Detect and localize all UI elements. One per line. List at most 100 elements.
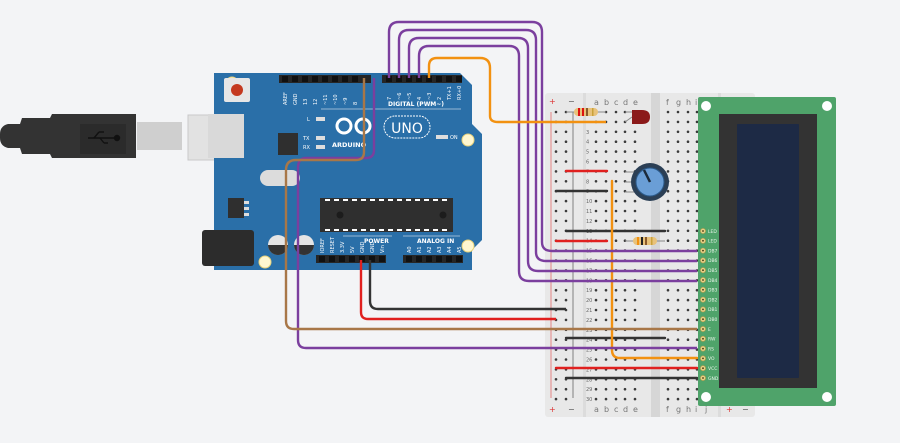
breadboard-hole[interactable]	[623, 397, 627, 401]
breadboard-hole[interactable]	[554, 180, 558, 183]
breadboard-hole[interactable]	[633, 209, 637, 213]
reset-button[interactable]	[224, 78, 250, 102]
power-jack[interactable]	[202, 230, 254, 266]
breadboard-hole[interactable]	[695, 298, 699, 302]
wire-gnd[interactable]	[368, 260, 566, 311]
breadboard-hole[interactable]	[604, 219, 608, 223]
breadboard-hole[interactable]	[633, 140, 637, 143]
breadboard-hole[interactable]	[686, 397, 690, 401]
breadboard-hole[interactable]	[604, 397, 608, 401]
breadboard-hole[interactable]	[633, 298, 637, 302]
breadboard-hole[interactable]	[604, 387, 608, 391]
breadboard-hole[interactable]	[695, 120, 699, 124]
breadboard-hole[interactable]	[676, 150, 680, 153]
breadboard-hole[interactable]	[594, 180, 598, 183]
breadboard-hole[interactable]	[676, 180, 680, 183]
breadboard-hole[interactable]	[676, 318, 680, 322]
breadboard-hole[interactable]	[686, 338, 690, 342]
breadboard-hole[interactable]	[564, 358, 568, 361]
breadboard-hole[interactable]	[666, 397, 670, 401]
breadboard-hole[interactable]	[623, 209, 627, 213]
breadboard-hole[interactable]	[564, 298, 568, 302]
digital-left-pin[interactable]	[332, 76, 338, 82]
breadboard-hole[interactable]	[554, 199, 558, 203]
digital-right-pin[interactable]	[456, 76, 462, 82]
breadboard-hole[interactable]	[695, 288, 699, 292]
wire-d11-e[interactable]	[284, 78, 697, 331]
power-pin[interactable]	[339, 256, 345, 262]
potentiometer[interactable]	[625, 163, 669, 201]
breadboard-hole[interactable]	[676, 199, 680, 203]
breadboard-hole[interactable]	[695, 318, 699, 322]
breadboard-hole[interactable]	[686, 110, 690, 114]
breadboard-hole[interactable]	[633, 308, 637, 312]
breadboard-hole[interactable]	[564, 219, 568, 223]
breadboard-hole[interactable]	[604, 130, 608, 134]
breadboard-hole[interactable]	[633, 150, 637, 153]
breadboard-hole[interactable]	[554, 110, 558, 114]
breadboard-hole[interactable]	[614, 140, 618, 143]
breadboard-hole[interactable]	[666, 199, 670, 203]
breadboard-hole[interactable]	[604, 209, 608, 213]
breadboard-hole[interactable]	[686, 288, 690, 292]
breadboard-hole[interactable]	[695, 209, 699, 213]
breadboard-hole[interactable]	[633, 199, 637, 203]
breadboard-hole[interactable]	[686, 140, 690, 143]
breadboard-hole[interactable]	[554, 298, 558, 302]
breadboard-hole[interactable]	[676, 160, 680, 163]
breadboard-hole[interactable]	[614, 397, 618, 401]
breadboard-hole[interactable]	[695, 308, 699, 312]
resistor-backlight[interactable]	[625, 237, 665, 245]
breadboard-hole[interactable]	[614, 219, 618, 223]
breadboard-hole[interactable]	[614, 160, 618, 163]
breadboard-hole[interactable]	[623, 130, 627, 134]
breadboard-hole[interactable]	[604, 160, 608, 163]
breadboard-hole[interactable]	[614, 120, 618, 124]
breadboard-hole[interactable]	[695, 387, 699, 391]
breadboard-hole[interactable]	[666, 170, 670, 173]
breadboard-hole[interactable]	[554, 387, 558, 391]
breadboard-hole[interactable]	[594, 288, 598, 292]
breadboard-hole[interactable]	[554, 358, 558, 361]
breadboard-hole[interactable]	[554, 140, 558, 143]
breadboard-hole[interactable]	[666, 140, 670, 143]
breadboard-hole[interactable]	[676, 140, 680, 143]
digital-right-pin[interactable]	[436, 76, 442, 82]
digital-right-pin[interactable]	[416, 76, 422, 82]
power-pin[interactable]	[359, 256, 365, 262]
breadboard-hole[interactable]	[695, 170, 699, 173]
breadboard-hole[interactable]	[623, 140, 627, 143]
power-pin[interactable]	[319, 256, 325, 262]
breadboard-hole[interactable]	[604, 180, 608, 183]
led-red[interactable]	[624, 110, 650, 124]
breadboard-hole[interactable]	[554, 160, 558, 163]
breadboard-hole[interactable]	[695, 160, 699, 163]
digital-right-pin[interactable]	[386, 76, 392, 82]
power-pin[interactable]	[369, 256, 375, 262]
breadboard-hole[interactable]	[695, 397, 699, 401]
breadboard-hole[interactable]	[686, 239, 690, 242]
breadboard-hole[interactable]	[554, 170, 558, 173]
breadboard-hole[interactable]	[695, 130, 699, 134]
breadboard-hole[interactable]	[623, 308, 627, 312]
breadboard-hole[interactable]	[564, 288, 568, 292]
breadboard-hole[interactable]	[666, 239, 670, 242]
breadboard-hole[interactable]	[623, 318, 627, 322]
breadboard-hole[interactable]	[676, 338, 680, 342]
wire-d7-db7[interactable]	[387, 20, 697, 253]
breadboard-hole[interactable]	[564, 387, 568, 391]
breadboard-hole[interactable]	[676, 387, 680, 391]
breadboard-hole[interactable]	[594, 219, 598, 223]
breadboard-hole[interactable]	[676, 120, 680, 124]
breadboard-hole[interactable]	[666, 387, 670, 391]
breadboard-hole[interactable]	[695, 110, 699, 114]
breadboard-hole[interactable]	[604, 308, 608, 312]
breadboard-hole[interactable]	[554, 397, 558, 401]
breadboard-hole[interactable]	[614, 189, 618, 193]
digital-left-pin[interactable]	[292, 76, 298, 82]
analog-pin[interactable]	[456, 256, 462, 262]
jumper-orange-vo[interactable]	[610, 348, 699, 360]
breadboard-hole[interactable]	[594, 298, 598, 302]
breadboard-hole[interactable]	[564, 209, 568, 213]
